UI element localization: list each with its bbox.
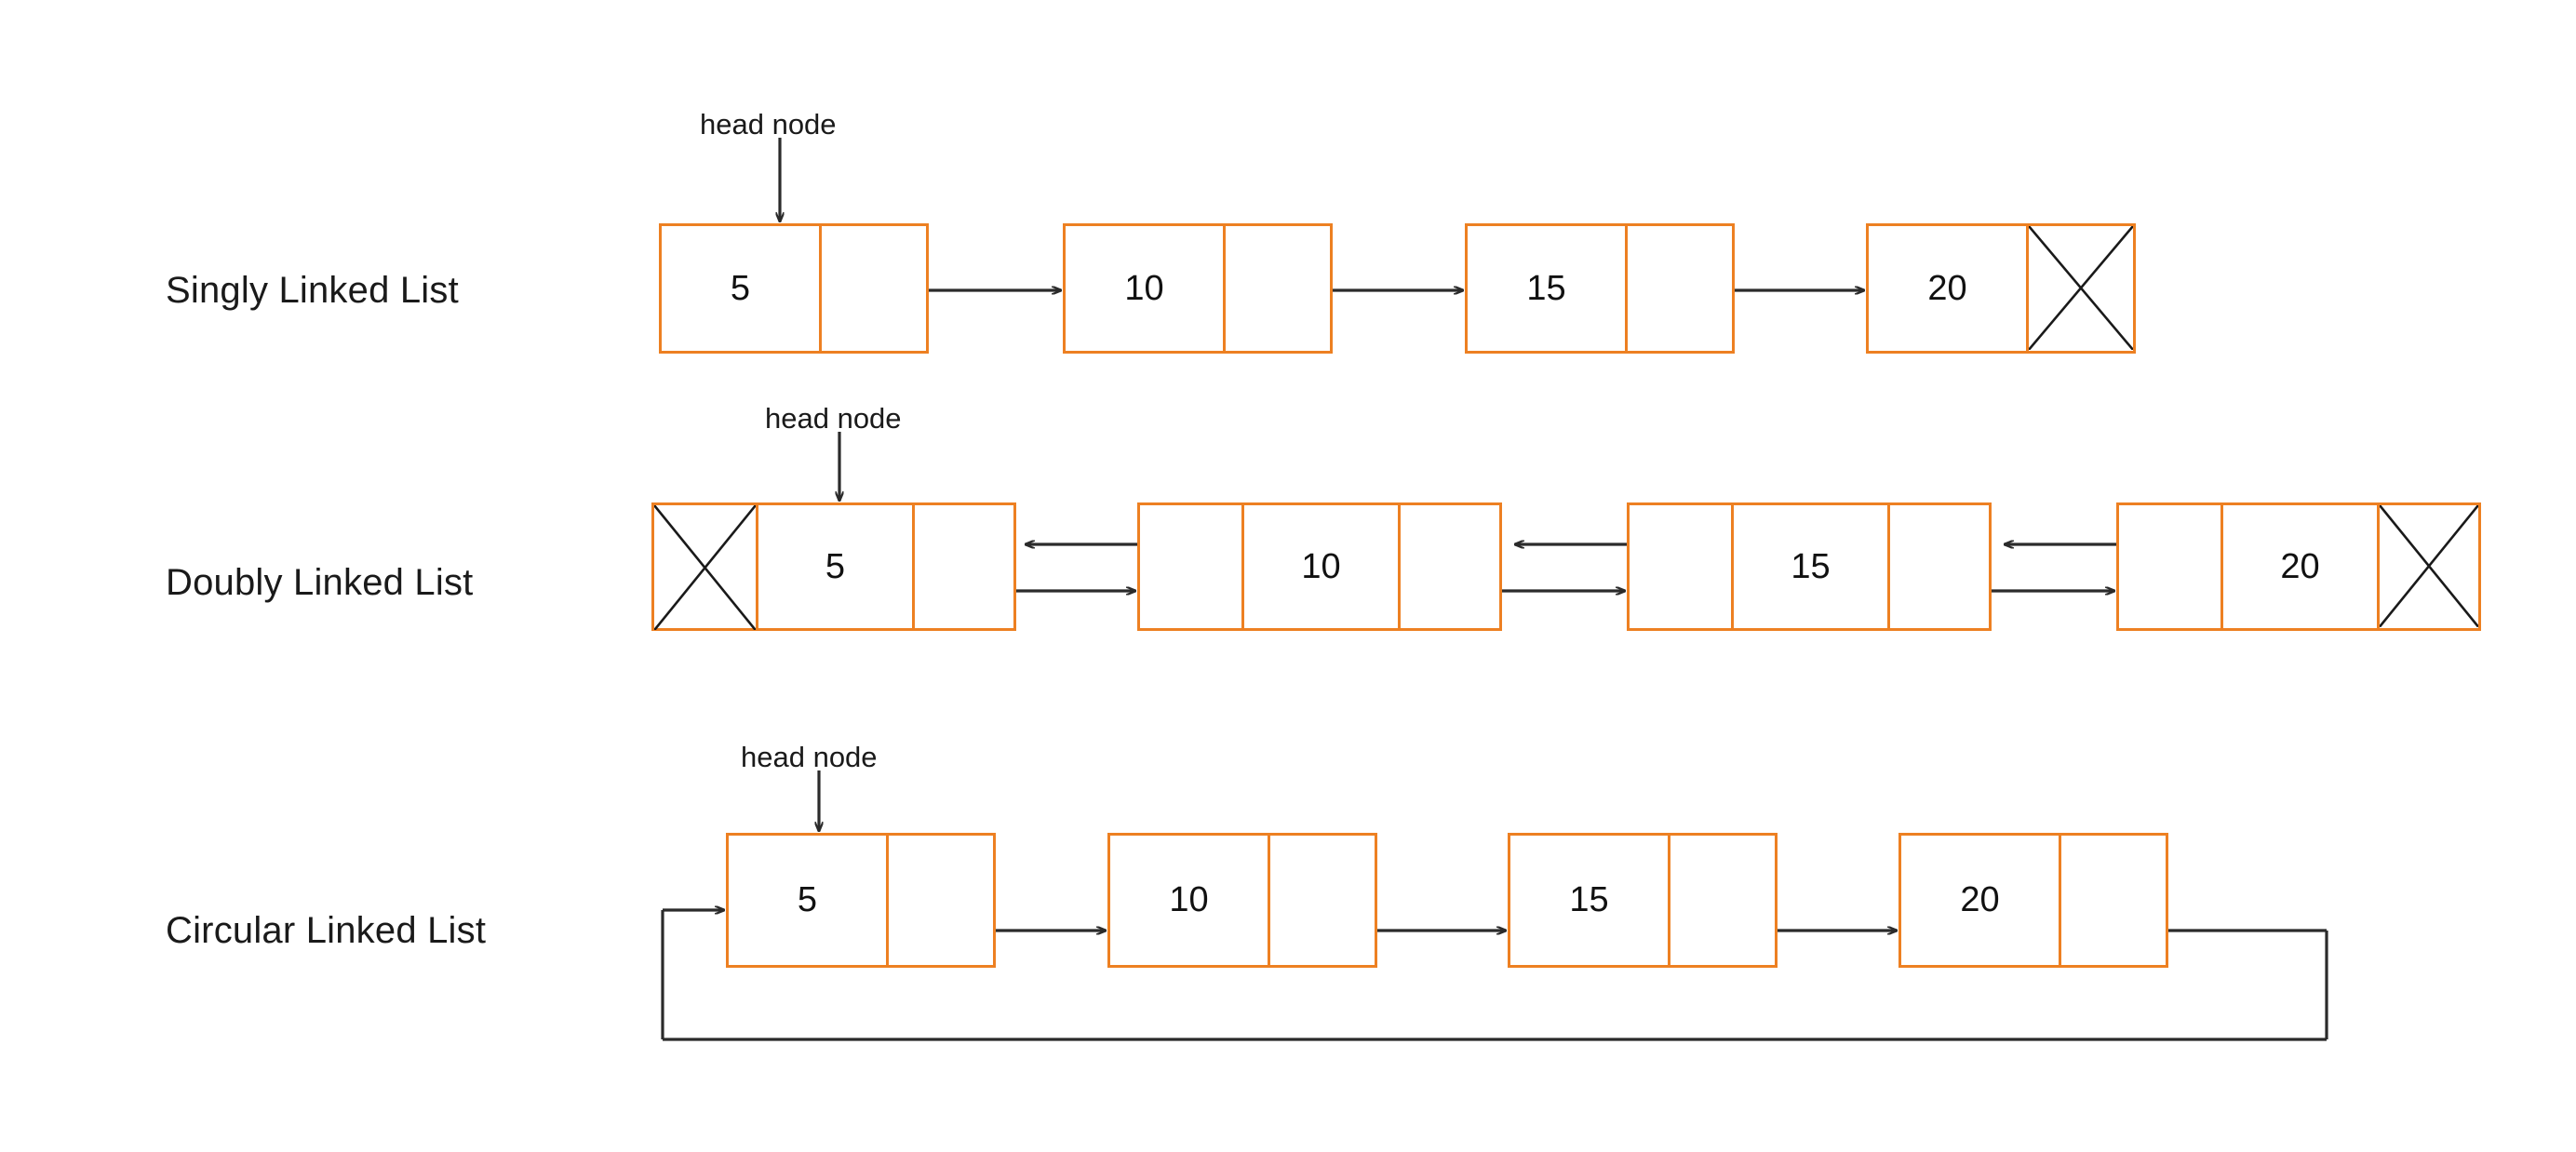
node-value: 20: [1960, 880, 2000, 919]
node-data-cell-singly-0: 5: [659, 223, 819, 354]
node-circular-0: 5: [726, 833, 996, 968]
node-value: 5: [825, 546, 846, 586]
node-singly-0: 5: [659, 223, 929, 354]
node-value: 20: [1927, 268, 1967, 308]
node-data-cell-doubly-2: 15: [1731, 502, 1887, 631]
node-value: 15: [1526, 268, 1566, 308]
node-doubly-3: 20: [2116, 502, 2481, 631]
node-next-cell-doubly-0: [912, 502, 1016, 631]
node-ptr-cell-singly-3: [2026, 223, 2136, 354]
node-circular-1: 10: [1107, 833, 1377, 968]
null-pointer-x-icon: [2029, 226, 2133, 350]
node-next-cell-doubly-3: [2377, 502, 2481, 631]
node-prev-cell-doubly-1: [1137, 502, 1241, 631]
head-node-label-singly: head node: [700, 108, 837, 141]
node-next-cell-doubly-2: [1887, 502, 1992, 631]
node-next-cell-doubly-1: [1398, 502, 1502, 631]
row-label-singly: Singly Linked List: [166, 270, 459, 311]
node-data-cell-circular-0: 5: [726, 833, 886, 968]
node-ptr-cell-circular-3: [2059, 833, 2168, 968]
node-ptr-cell-singly-0: [819, 223, 929, 354]
node-singly-1: 10: [1063, 223, 1333, 354]
node-value: 10: [1169, 880, 1209, 919]
node-data-cell-circular-3: 20: [1898, 833, 2059, 968]
null-pointer-x-icon: [654, 505, 756, 630]
node-value: 5: [730, 268, 751, 308]
node-value: 15: [1569, 880, 1609, 919]
node-data-cell-singly-3: 20: [1866, 223, 2026, 354]
node-data-cell-doubly-3: 20: [2220, 502, 2377, 631]
node-value: 10: [1301, 546, 1341, 586]
node-prev-cell-doubly-0: [651, 502, 756, 631]
node-singly-3: 20: [1866, 223, 2136, 354]
head-node-label-circular: head node: [741, 741, 878, 773]
node-value: 15: [1791, 546, 1831, 586]
null-pointer-x-icon: [2380, 505, 2478, 627]
node-value: 10: [1124, 268, 1164, 308]
node-ptr-cell-circular-1: [1268, 833, 1377, 968]
node-doubly-0: 5: [651, 502, 1016, 631]
node-prev-cell-doubly-2: [1627, 502, 1731, 631]
node-value: 5: [797, 880, 818, 919]
node-data-cell-circular-1: 10: [1107, 833, 1268, 968]
node-prev-cell-doubly-3: [2116, 502, 2220, 631]
node-singly-2: 15: [1465, 223, 1735, 354]
row-label-doubly: Doubly Linked List: [166, 562, 474, 603]
node-ptr-cell-singly-2: [1625, 223, 1735, 354]
node-circular-3: 20: [1898, 833, 2168, 968]
node-doubly-1: 10: [1137, 502, 1502, 631]
node-doubly-2: 15: [1627, 502, 1992, 631]
node-data-cell-doubly-0: 5: [756, 502, 912, 631]
node-circular-2: 15: [1508, 833, 1778, 968]
node-data-cell-singly-1: 10: [1063, 223, 1223, 354]
node-data-cell-circular-2: 15: [1508, 833, 1668, 968]
head-node-label-doubly: head node: [765, 402, 902, 435]
node-ptr-cell-circular-0: [886, 833, 996, 968]
row-label-circular: Circular Linked List: [166, 910, 487, 951]
node-data-cell-singly-2: 15: [1465, 223, 1625, 354]
node-ptr-cell-circular-2: [1668, 833, 1778, 968]
node-data-cell-doubly-1: 10: [1241, 502, 1398, 631]
node-value: 20: [2280, 546, 2320, 586]
node-ptr-cell-singly-1: [1223, 223, 1333, 354]
